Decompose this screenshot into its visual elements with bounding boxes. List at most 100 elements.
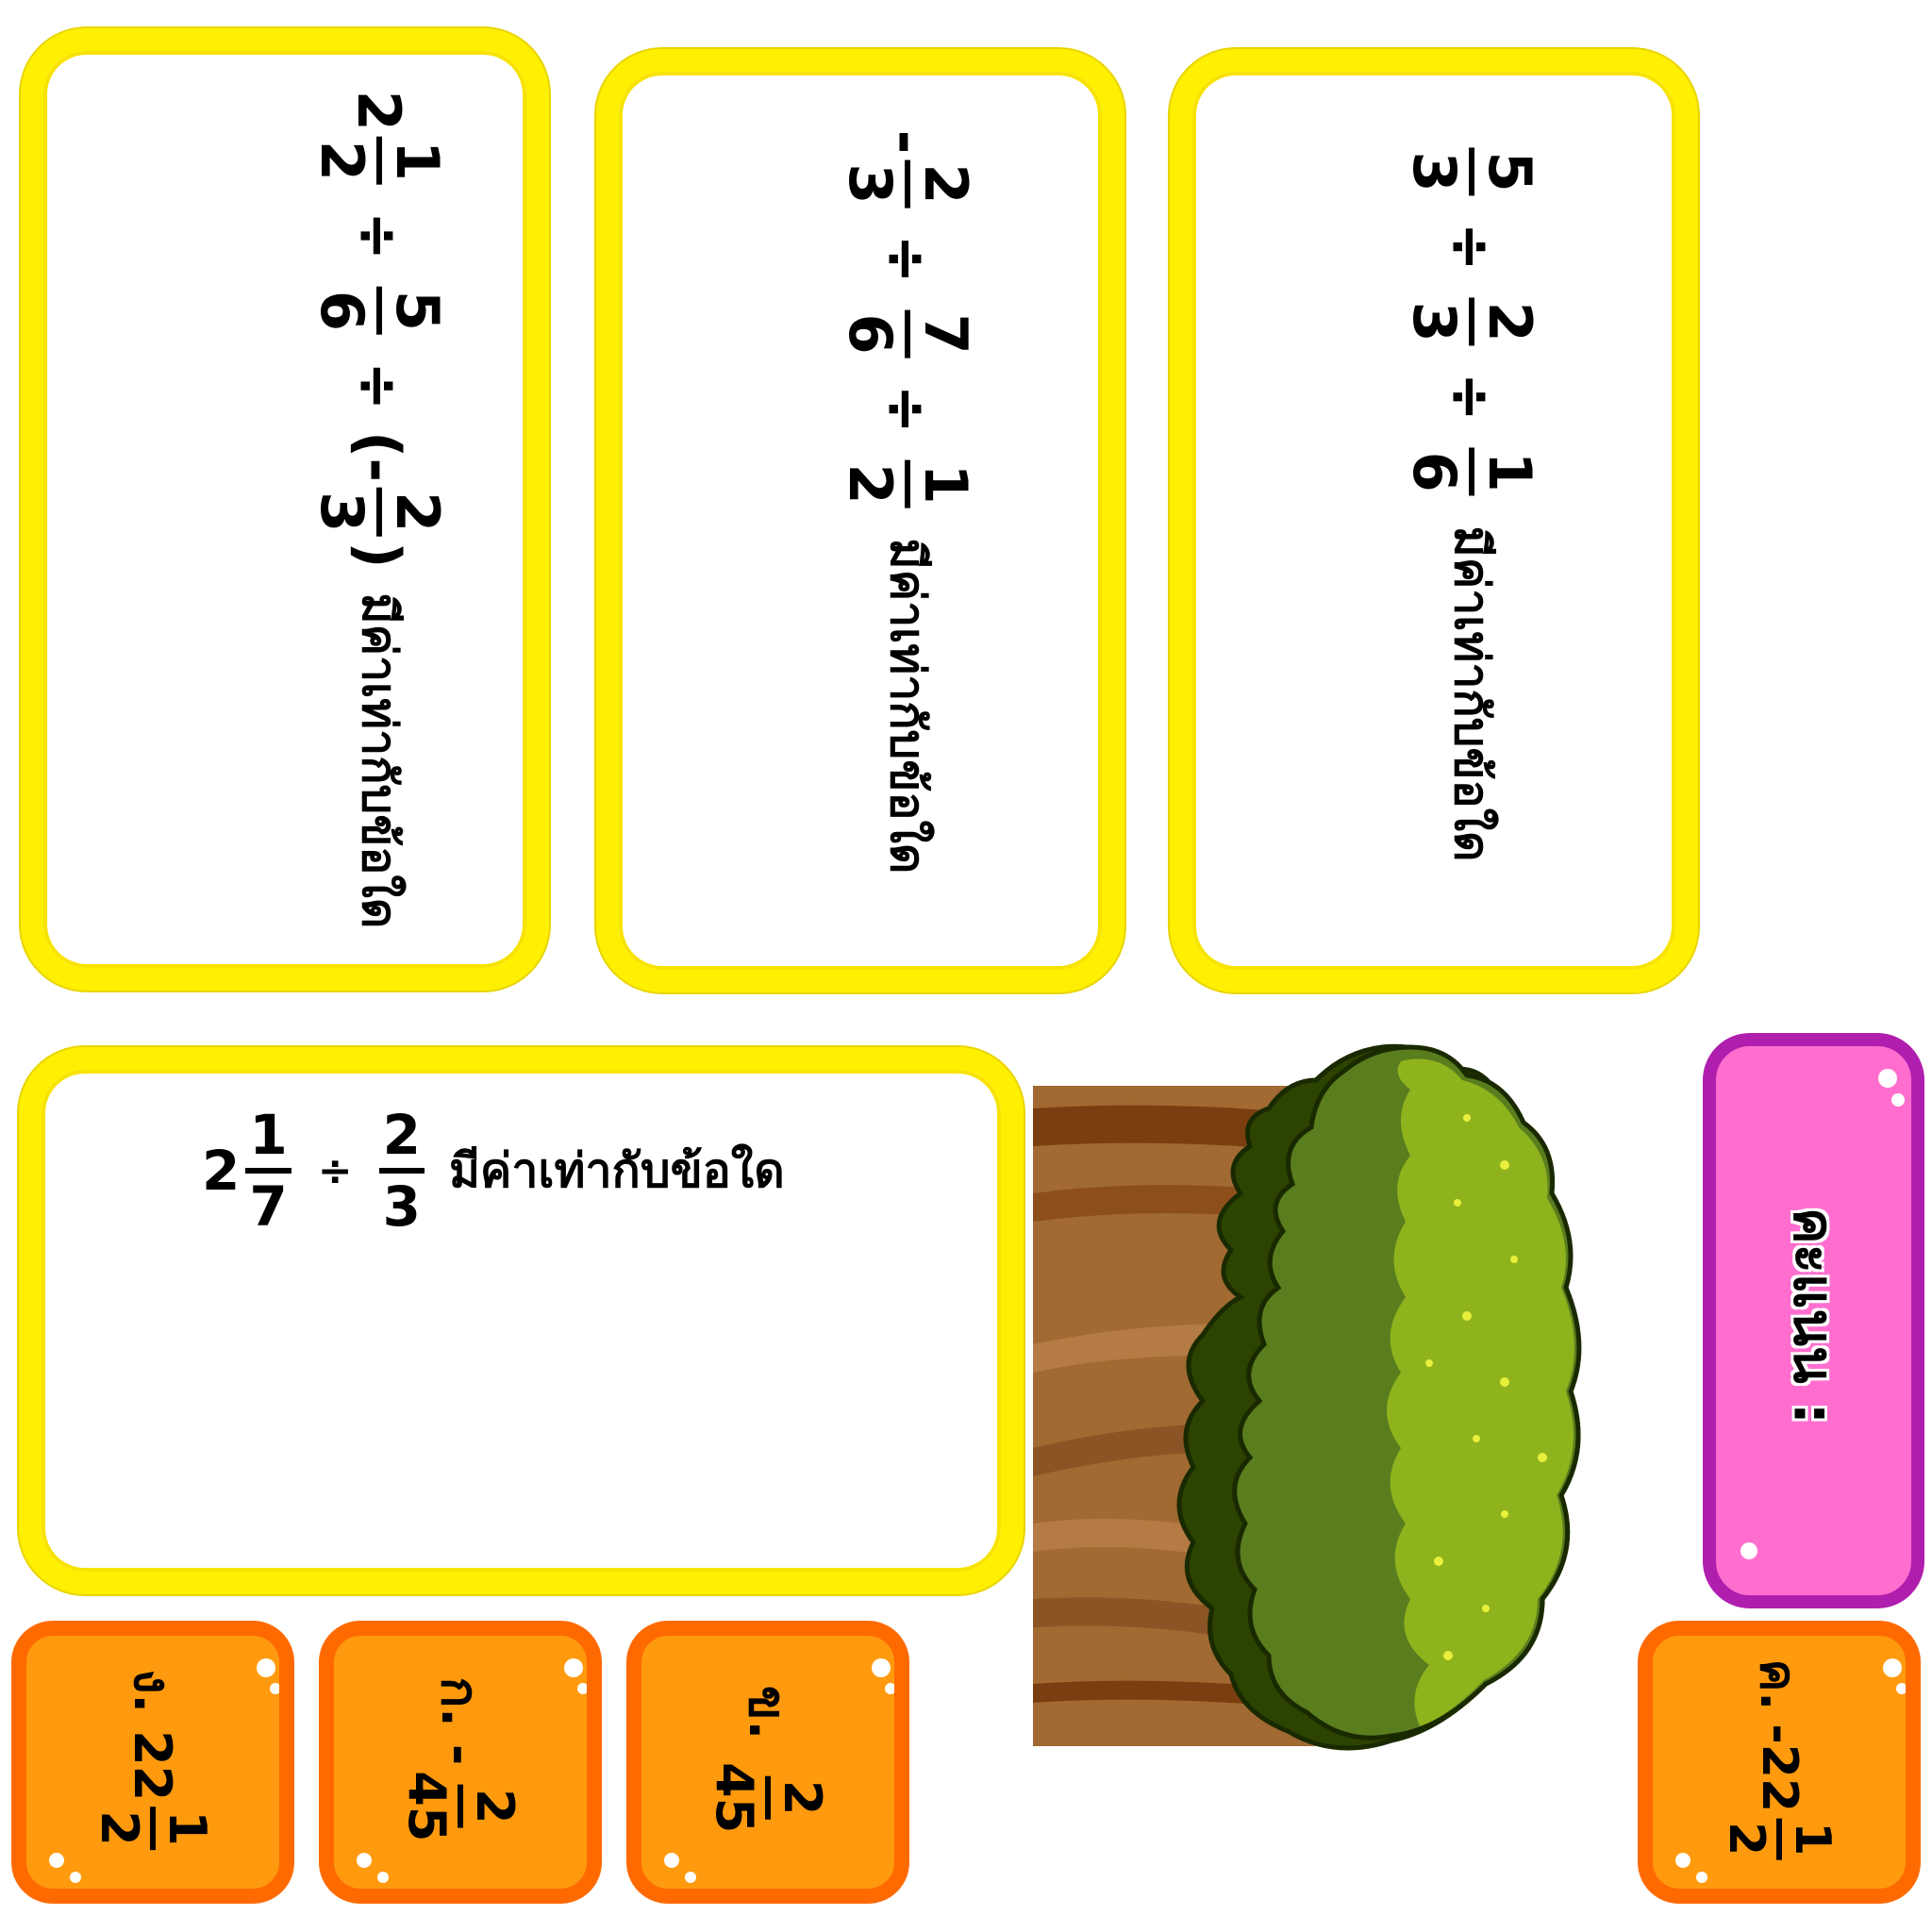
shine-dot <box>885 1683 894 1694</box>
answer-label: ก. <box>430 1676 490 1727</box>
bush-scene <box>1033 1043 1582 1751</box>
denominator: 6 <box>836 313 905 355</box>
denominator: 45 <box>705 1762 764 1834</box>
fraction-1: 5 3 <box>1400 147 1544 196</box>
fraction-1: 2 3 <box>836 159 980 208</box>
numerator: 5 <box>1469 147 1544 196</box>
minus-sign: - <box>873 129 942 155</box>
numerator: 2 <box>1469 297 1544 346</box>
fraction: 2 45 <box>397 1771 525 1842</box>
answer-option-kho-content: ข. 2 45 <box>705 1685 832 1840</box>
shine-dot <box>270 1683 279 1694</box>
fraction-3: 1 2 <box>836 459 980 508</box>
score-panel: คะแนน : <box>1703 1033 1924 1608</box>
question-text: มีค่าเท่ากับข้อใด <box>1444 525 1500 862</box>
divide-operator: ÷ <box>1437 372 1507 422</box>
shine-dot <box>70 1872 81 1883</box>
minus-sign: - <box>344 458 414 483</box>
answer-option-ng-content: ง. 22 1 2 <box>90 1669 217 1856</box>
denominator: 3 <box>382 1174 421 1239</box>
fraction-3: 1 6 <box>1400 447 1544 496</box>
answer-option-kho[interactable]: ข. 2 45 <box>626 1621 909 1904</box>
question-card-3: 5 3 ÷ 2 3 ÷ 1 6 มีค่าเท่ากับข้อใด <box>1170 49 1698 992</box>
question-card-4-content: 2 1 7 ÷ 2 3 มีค่าเท่ากับข้อใด <box>202 1108 785 1234</box>
numerator: 2 <box>458 1785 525 1828</box>
answer-option-ko[interactable]: ก. - 2 45 <box>319 1621 602 1904</box>
answer-label: ข. <box>738 1685 797 1740</box>
numerator: 2 <box>376 488 452 537</box>
question-text: มีค่าเท่ากับข้อใด <box>448 1142 785 1198</box>
shine-dot <box>1883 1658 1902 1677</box>
fraction-1: 1 2 <box>308 136 452 185</box>
question-text: มีค่าเท่ากับข้อใด <box>880 538 936 874</box>
close-paren: ) <box>344 541 414 569</box>
minus-sign: - <box>1751 1724 1807 1744</box>
denominator: 6 <box>1400 451 1469 492</box>
denominator: 6 <box>308 290 376 332</box>
score-label: คะแนน : <box>1770 1208 1857 1434</box>
numerator: 1 <box>1776 1818 1840 1860</box>
denominator: 3 <box>1400 301 1469 342</box>
fraction: 2 45 <box>705 1762 832 1834</box>
numerator: 1 <box>905 459 980 508</box>
divide-operator: ÷ <box>344 361 414 411</box>
shine-dot <box>664 1853 679 1868</box>
answer-label: ง. <box>123 1669 182 1714</box>
shine-dot <box>872 1658 891 1677</box>
shine-dot <box>1896 1683 1906 1694</box>
denominator: 2 <box>836 463 905 505</box>
numerator: 1 <box>150 1807 217 1850</box>
denominator: 45 <box>397 1771 457 1842</box>
answer-option-ng[interactable]: ง. 22 1 2 <box>11 1621 294 1904</box>
whole-number: 22 <box>1751 1743 1807 1813</box>
shine-dot <box>1878 1069 1897 1088</box>
shine-dot <box>257 1658 275 1677</box>
numerator: 7 <box>905 309 980 358</box>
open-paren: ( <box>344 431 414 458</box>
shine-dot <box>1675 1853 1690 1868</box>
shine-dot <box>685 1872 696 1883</box>
whole-number: 2 <box>344 90 414 131</box>
shine-dot <box>564 1658 583 1677</box>
numerator: 1 <box>376 136 452 185</box>
fraction-1: 1 7 <box>245 1108 291 1234</box>
divide-operator: ÷ <box>317 1146 353 1195</box>
fraction-2: 2 3 <box>378 1108 425 1239</box>
question-card-2-content: - 2 3 ÷ 7 6 ÷ 1 2 มีค่าเท่ากับข้อใด <box>836 129 980 874</box>
denominator: 2 <box>90 1810 149 1846</box>
divide-operator: ÷ <box>1437 222 1507 272</box>
numerator: 2 <box>378 1108 425 1174</box>
fraction-2: 7 6 <box>836 309 980 358</box>
numerator: 2 <box>905 159 980 208</box>
divide-operator: ÷ <box>873 234 942 284</box>
denominator: 3 <box>1400 151 1469 192</box>
denominator: 2 <box>308 140 376 181</box>
fraction-2: 2 3 <box>1400 297 1544 346</box>
answer-label: ค. <box>1749 1658 1807 1711</box>
score-label-text: คะแนน : <box>1781 1207 1845 1425</box>
divide-operator: ÷ <box>873 384 942 434</box>
fraction: 1 2 <box>90 1807 217 1850</box>
shine-dot <box>377 1872 389 1883</box>
numerator: 5 <box>376 286 452 336</box>
shine-dot <box>49 1853 64 1868</box>
denominator: 2 <box>1718 1822 1774 1857</box>
shine-dot <box>1696 1872 1707 1883</box>
numerator: 1 <box>1469 447 1544 496</box>
numerator: 2 <box>765 1775 832 1820</box>
fraction: 1 2 <box>1718 1818 1840 1860</box>
question-text: มีค่าเท่ากับข้อใด <box>352 592 408 929</box>
question-card-4: 2 1 7 ÷ 2 3 มีค่าเท่ากับข้อใด <box>19 1047 1024 1594</box>
shine-dot <box>1891 1093 1905 1107</box>
minus-sign: - <box>430 1743 491 1766</box>
bush-icon <box>1176 1043 1582 1751</box>
fraction-2: 5 6 <box>308 286 452 336</box>
answer-option-kho-khwai[interactable]: ค. - 22 1 2 <box>1638 1621 1921 1904</box>
shine-dot <box>577 1683 587 1694</box>
question-card-1: 2 1 2 ÷ 5 6 ÷ ( - 2 3 ) มีค่าเท่ากับข้อใ… <box>21 28 549 991</box>
divide-operator: ÷ <box>344 210 414 260</box>
question-card-1-content: 2 1 2 ÷ 5 6 ÷ ( - 2 3 ) มีค่าเท่ากับข้อใ… <box>308 90 452 929</box>
question-card-3-content: 5 3 ÷ 2 3 ÷ 1 6 มีค่าเท่ากับข้อใด <box>1400 142 1544 862</box>
question-card-2: - 2 3 ÷ 7 6 ÷ 1 2 มีค่าเท่ากับข้อใด <box>596 49 1124 992</box>
denominator: 3 <box>308 491 376 533</box>
